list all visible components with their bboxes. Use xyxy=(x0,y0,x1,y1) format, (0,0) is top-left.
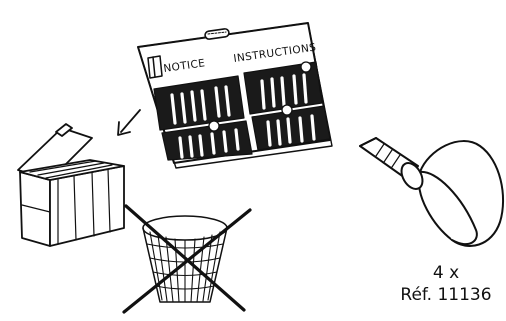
notice-label: NOTICE xyxy=(163,57,206,75)
reference-label: Réf. 11136 xyxy=(400,285,492,305)
part-caption: 4 x Réf. 11136 xyxy=(386,262,506,306)
instruction-sheet-icon: NOTICE INSTRUCTIONS xyxy=(137,22,333,169)
arrow-icon xyxy=(117,109,141,136)
storage-box-icon xyxy=(17,123,125,247)
quantity-label: 4 x xyxy=(432,263,460,283)
screw-knob-icon xyxy=(359,137,504,247)
crossed-wastebasket-icon xyxy=(122,204,252,314)
